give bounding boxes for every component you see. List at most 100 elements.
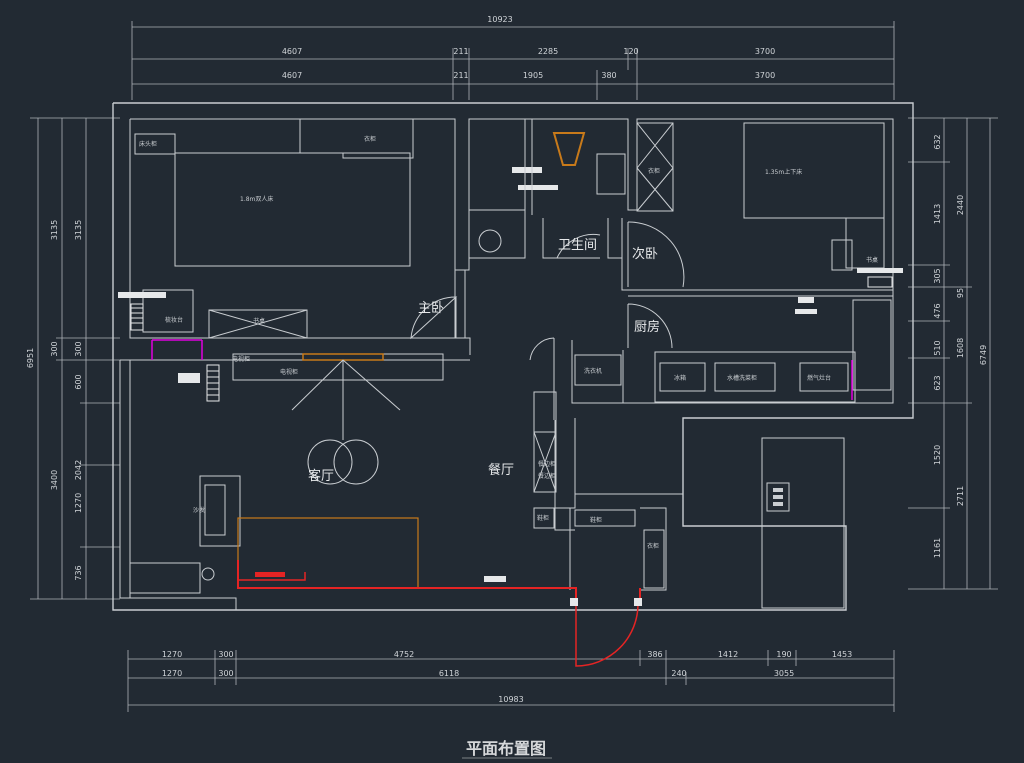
sofa: [199, 475, 241, 547]
dim-right-mid-d: 2711: [956, 486, 965, 506]
dining-table: [761, 437, 845, 609]
dim-bottom1-d: 386: [647, 650, 662, 659]
dim-bottom1-g: 1453: [832, 650, 852, 659]
washbasin: [596, 153, 626, 195]
bunk-bed: [743, 122, 885, 219]
fridge: [659, 362, 706, 392]
dim-bottom-total: 10983: [498, 695, 523, 704]
dim-top2-c: 1905: [523, 71, 543, 80]
dining-cabinet-label: 餐边柜: [538, 460, 556, 468]
shoe-cabinet: [574, 509, 636, 527]
bathroom-cabinet-label: 衣柜: [648, 167, 660, 175]
toilet-icon: [552, 132, 586, 166]
dim-right-in-d: 476: [933, 303, 942, 318]
dim-top2-b: 211: [453, 71, 468, 80]
dim-left-mid-b: 300: [50, 341, 59, 356]
wardrobe-label: 衣柜: [364, 135, 376, 143]
bathroom-door: [556, 233, 601, 259]
master-bed-label: 1.8m双人床: [240, 195, 273, 203]
ac-unit-2-icon: [857, 268, 903, 273]
dim-right-in-g: 1520: [933, 445, 942, 465]
second-bedroom-door: [627, 221, 685, 288]
room-living-room: 客厅: [308, 468, 334, 484]
second-bedroom: 1.35m上下床 书桌 次卧: [627, 122, 903, 288]
room-dining-room: 餐厅: [488, 462, 514, 478]
dim-bottom1-c: 4752: [394, 650, 414, 659]
ceiling-lamp-icon: [307, 439, 353, 485]
dim-top2-a: 4607: [282, 71, 302, 80]
dim-left-in-d: 1270: [74, 493, 83, 513]
room-bathroom: 卫生间: [558, 238, 597, 253]
dim-left-in-b: 300: [74, 341, 83, 356]
dim-right-in-b: 1413: [933, 204, 942, 224]
desk: [208, 309, 308, 339]
dim-left-outer: 6951: [26, 348, 35, 368]
dim-left-mid-a: 3135: [50, 220, 59, 240]
dim-right-in-a: 632: [933, 134, 942, 149]
dim-top1-d: 120: [623, 47, 638, 56]
dim-bottom2-e: 3055: [774, 669, 794, 678]
plan-title: 平面布置图: [466, 739, 546, 758]
dim-right-outer: 6749: [979, 345, 988, 365]
bathroom-cabinet: [636, 122, 674, 212]
second-desk-label: 书桌: [866, 256, 878, 264]
dim-bottom2-c: 6118: [439, 669, 459, 678]
dim-bottom2-b: 300: [218, 669, 233, 678]
dim-top2-e: 3700: [755, 71, 775, 80]
entrance-door: [575, 603, 639, 667]
dresser-label: 梳妆台: [165, 316, 183, 324]
dim-right-mid-b: 95: [956, 288, 965, 298]
master-door: [410, 296, 458, 340]
dim-right-in-e: 510: [933, 340, 942, 355]
ac-unit-icon: [118, 292, 166, 298]
sofa-label: 沙发: [193, 506, 205, 514]
tv-cabinet-label-2: 电视柜: [232, 355, 250, 363]
dim-bottom1-f: 190: [776, 650, 791, 659]
bottom-dimensions: 1270 300 4752 386 1412 190 1453 1270 300…: [127, 650, 895, 712]
rug: [237, 517, 419, 589]
nightstand: [134, 133, 176, 155]
dim-right-in-f: 623: [933, 375, 942, 390]
room-master-bedroom: 主卧: [418, 301, 444, 316]
dim-top1-e: 3700: [755, 47, 775, 56]
wardrobe: [299, 119, 414, 159]
shoe-cabinet-label-2: 鞋柜: [590, 516, 602, 524]
left-dimensions: 6951 3135 300 3400 3135 300 600 1270 204…: [26, 117, 120, 600]
kitchen: 洗衣机 冰箱 水槽洗菜柜 燃气灶台 厨房: [574, 297, 892, 403]
bunk-bed-label: 1.35m上下床: [765, 168, 802, 176]
dim-bottom1-e: 1412: [718, 650, 738, 659]
washing-machine-label: 洗衣机: [584, 367, 602, 375]
washing-machine: [574, 354, 622, 386]
stove: [799, 362, 849, 392]
dim-left-mid-c: 3400: [50, 470, 59, 490]
sink-cabinet-label: 水槽洗菜柜: [727, 374, 757, 382]
right-dimensions: 632 1413 305 476 510 623 1520 1161 2440 …: [908, 117, 998, 590]
radiator-icon: [130, 303, 144, 331]
living-room: 电视柜 电视柜 客厅 沙发: [129, 353, 642, 667]
tv-icon: [302, 353, 384, 361]
tv-cabinet-label: 电视柜: [280, 368, 298, 376]
dining-cabinet-label-2: 餐边柜: [538, 472, 556, 480]
kitchen-counter: [654, 351, 856, 403]
dim-top1-b: 211: [453, 47, 468, 56]
tv-cabinet: [232, 353, 444, 381]
sink-cabinet: [714, 362, 776, 392]
dim-left-in-f: 736: [74, 565, 83, 580]
fridge-label: 冰箱: [674, 374, 686, 382]
master-bedroom: 1.8m双人床 床头柜 衣柜 书桌 梳妆台 主卧: [118, 119, 458, 360]
dim-top1-a: 4607: [282, 47, 302, 56]
nightstand-label: 床头柜: [139, 140, 157, 148]
dining-room: 餐边柜 餐边柜 餐厅 鞋柜 鞋柜 衣柜: [488, 337, 845, 609]
dim-top2-d: 380: [601, 71, 616, 80]
dim-left-in-c: 600: [74, 374, 83, 389]
dim-right-in-c: 305: [933, 268, 942, 283]
dim-right-in-h: 1161: [933, 538, 942, 558]
dim-right-mid-c: 1608: [956, 338, 965, 358]
master-bed: [174, 152, 411, 267]
desk-label: 书桌: [253, 317, 265, 325]
bathroom: 衣柜 卫生间: [478, 119, 674, 259]
dim-left-in-e: 2042: [74, 460, 83, 480]
dim-top-total: 10923: [487, 15, 512, 24]
top-dimensions: 10923 4607 211 2285 120 3700 4607 211 19…: [131, 15, 895, 100]
